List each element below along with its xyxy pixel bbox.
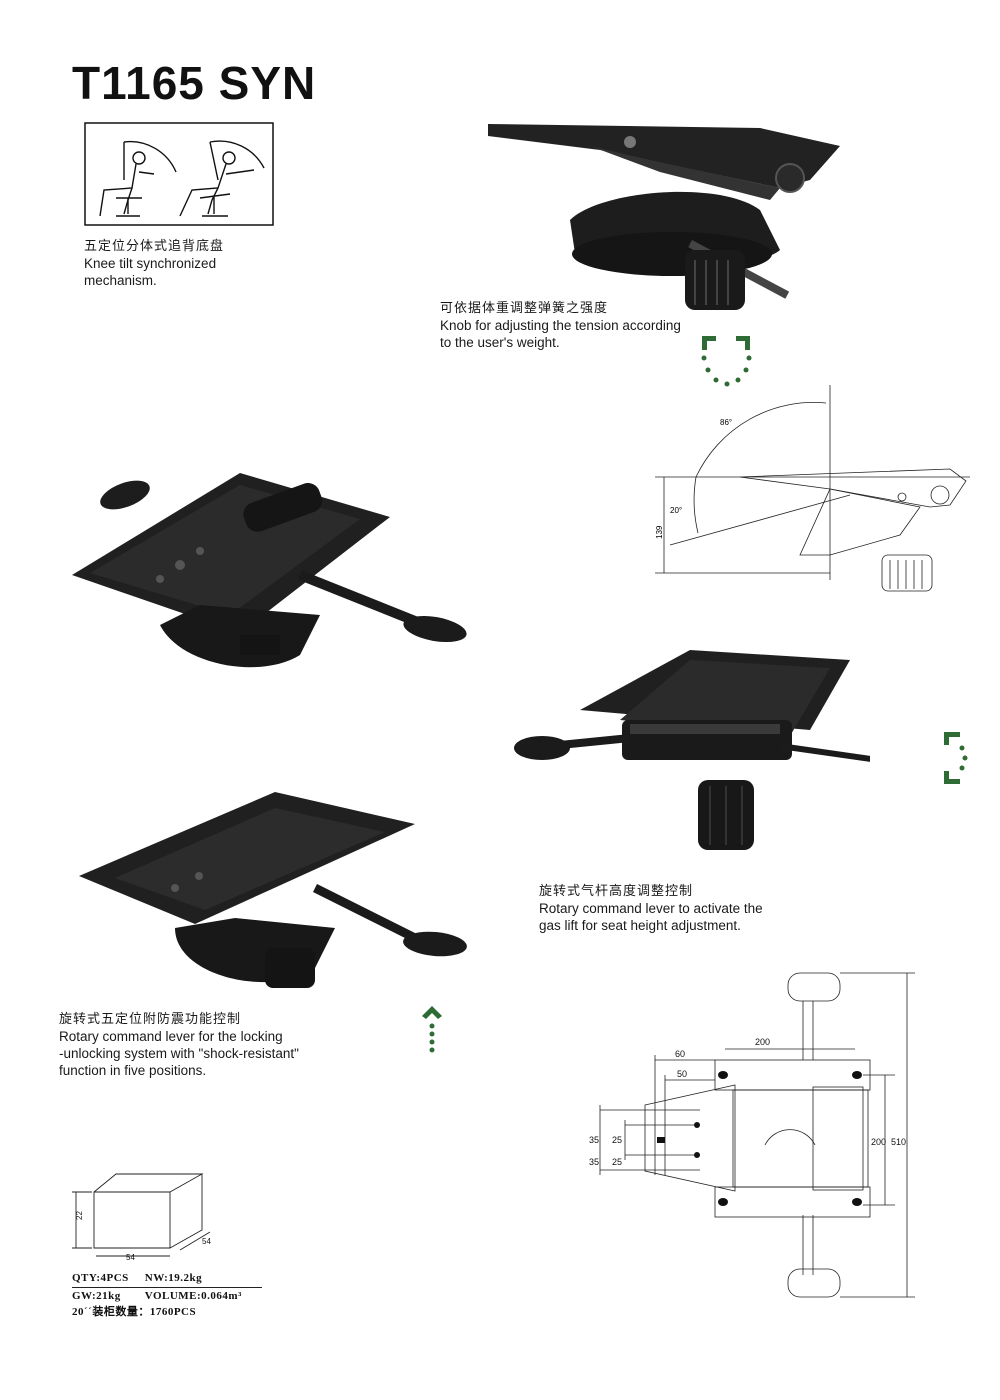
locking-caption-en-2: -unlocking system with "shock-resistant": [59, 1046, 299, 1061]
gas-lift-caption-zh: 旋转式气杆高度调整控制: [539, 884, 694, 899]
locking-caption: 旋转式五定位附防震功能控制 Rotary command lever for t…: [59, 1011, 299, 1079]
knob-caption-zh: 可依据体重调整弹簧之强度: [440, 301, 609, 316]
dimension-drawing: 200 60 50 35 35 25 25 200 510: [589, 972, 915, 1298]
spec-gw: GW:21kg: [72, 1290, 121, 1302]
knee-tilt-caption-en-2: mechanism.: [84, 273, 157, 288]
dim-25-b: 25: [612, 1157, 622, 1167]
tension-knob-photo: [488, 124, 840, 310]
gas-lift-caption-en-2: gas lift for seat height adjustment.: [539, 918, 741, 933]
mechanism-photo-gas-lift: [514, 650, 870, 850]
mechanism-photo-left: [72, 473, 467, 668]
knob-caption: 可依据体重调整弹簧之强度 Knob for adjusting the tens…: [440, 300, 681, 351]
dim-50: 50: [677, 1069, 687, 1079]
dim-510: 510: [891, 1137, 906, 1147]
dim-35-b: 35: [589, 1157, 599, 1167]
dim-200-side: 200: [871, 1137, 886, 1147]
page-title: T1165 SYN: [72, 57, 317, 109]
gas-lift-caption-en-1: Rotary command lever to activate the: [539, 901, 763, 916]
spec-qty: QTY:4PCS: [72, 1272, 129, 1284]
box-depth: 54: [202, 1237, 211, 1246]
dim-200-top: 200: [755, 1037, 770, 1047]
spec-container: 20´´装柜数量：1760PCS: [72, 1306, 197, 1318]
up-arrow-icon: [422, 1006, 442, 1053]
spec-volume: VOLUME:0.064m³: [144, 1290, 242, 1302]
knee-tilt-caption: 五定位分体式追背底盘 Knee tilt synchronized mechan…: [84, 238, 224, 289]
package-box-drawing: 22 54 54: [72, 1173, 211, 1262]
dim-60: 60: [675, 1049, 685, 1059]
rotate-arrows-icon: [701, 336, 752, 387]
locking-caption-en-3: function in five positions.: [59, 1063, 207, 1078]
box-height: 22: [75, 1211, 84, 1220]
dim-35-a: 35: [589, 1135, 599, 1145]
tilt-angle-diagram: 86° 20° 139: [655, 385, 970, 592]
rotate-lever-icon: [944, 732, 968, 784]
knob-caption-en-2: to the user's weight.: [440, 335, 560, 350]
knob-caption-en-1: Knob for adjusting the tension according: [440, 318, 681, 333]
gas-lift-caption: 旋转式气杆高度调整控制 Rotary command lever to acti…: [539, 883, 763, 934]
box-width: 54: [126, 1253, 135, 1262]
knee-tilt-caption-en-1: Knee tilt synchronized: [84, 256, 217, 271]
angle-86-label: 86°: [720, 418, 732, 427]
height-139-label: 139: [655, 525, 664, 539]
dim-25-a: 25: [612, 1135, 622, 1145]
knee-tilt-pictogram: [84, 122, 274, 226]
locking-caption-en-1: Rotary command lever for the locking: [59, 1029, 283, 1044]
angle-20-label: 20°: [670, 506, 682, 515]
spec-nw: NW:19.2kg: [144, 1272, 203, 1284]
locking-caption-zh: 旋转式五定位附防震功能控制: [59, 1012, 242, 1027]
knee-tilt-caption-zh: 五定位分体式追背底盘: [84, 239, 225, 254]
mechanism-photo-locking: [79, 792, 467, 988]
